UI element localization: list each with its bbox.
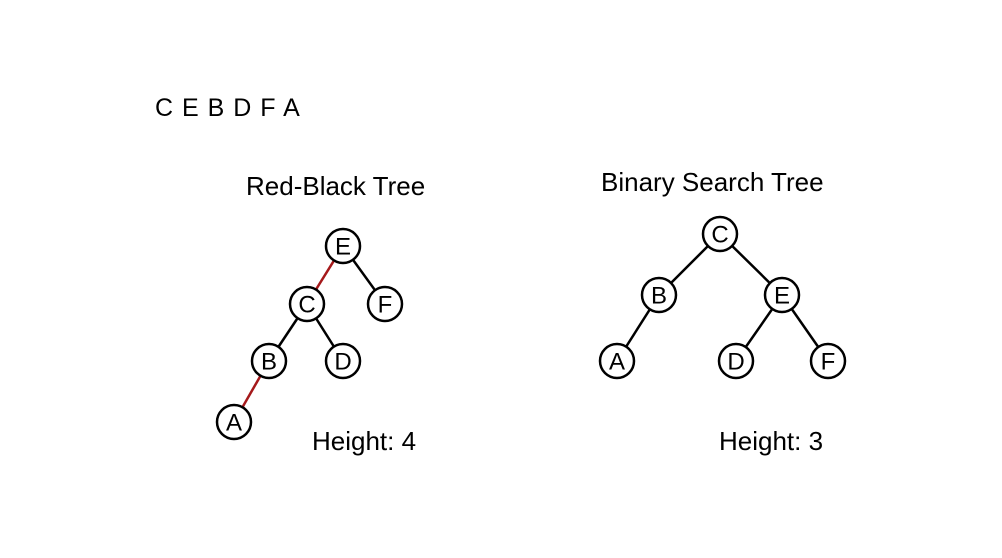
rb-node-label: B <box>261 349 277 376</box>
rb-node-circle <box>288 285 326 323</box>
bst-node-label: B <box>651 283 667 310</box>
rb-node-b: B <box>250 342 288 380</box>
bst-node-circle <box>701 215 739 253</box>
bst-node-c: C <box>701 215 739 253</box>
bst-node-d: D <box>717 342 755 380</box>
bst-node-circle <box>640 276 678 314</box>
bst-node-label: E <box>774 283 790 310</box>
bst-node-label: D <box>727 349 744 376</box>
rb-node-label: C <box>298 292 315 319</box>
binary-search-tree-height: Height: 3 <box>719 426 824 456</box>
rb-node-circle <box>324 227 362 265</box>
rb-node-c: C <box>288 285 326 323</box>
bst-node-e: E <box>763 276 801 314</box>
rb-node-e: E <box>324 227 362 265</box>
rb-node-circle <box>366 285 404 323</box>
rb-node-a: A <box>215 403 253 441</box>
red-black-tree-title: Red-Black Tree <box>246 171 426 201</box>
bst-node-circle <box>598 342 636 380</box>
bst-node-f: F <box>809 342 847 380</box>
rb-node-d: D <box>324 342 362 380</box>
bst-node-circle <box>809 342 847 380</box>
bst-node-circle <box>717 342 755 380</box>
red-black-tree-height: Height: 4 <box>312 426 417 456</box>
bst-node-label: C <box>711 222 728 249</box>
bst-node-a: A <box>598 342 636 380</box>
bst-node-label: F <box>821 349 836 376</box>
rb-node-label: D <box>334 349 351 376</box>
binary-search-tree-title: Binary Search Tree <box>601 167 824 197</box>
bst-node-label: A <box>609 349 625 376</box>
insertion-sequence: C E B D F A <box>155 94 301 122</box>
rb-node-label: E <box>335 234 351 261</box>
rb-node-circle <box>215 403 253 441</box>
rb-node-label: A <box>226 410 242 437</box>
rb-node-label: F <box>378 292 393 319</box>
rb-node-circle <box>250 342 288 380</box>
bst-node-b: B <box>640 276 678 314</box>
bst-node-circle <box>763 276 801 314</box>
rb-node-f: F <box>366 285 404 323</box>
rb-node-circle <box>324 342 362 380</box>
